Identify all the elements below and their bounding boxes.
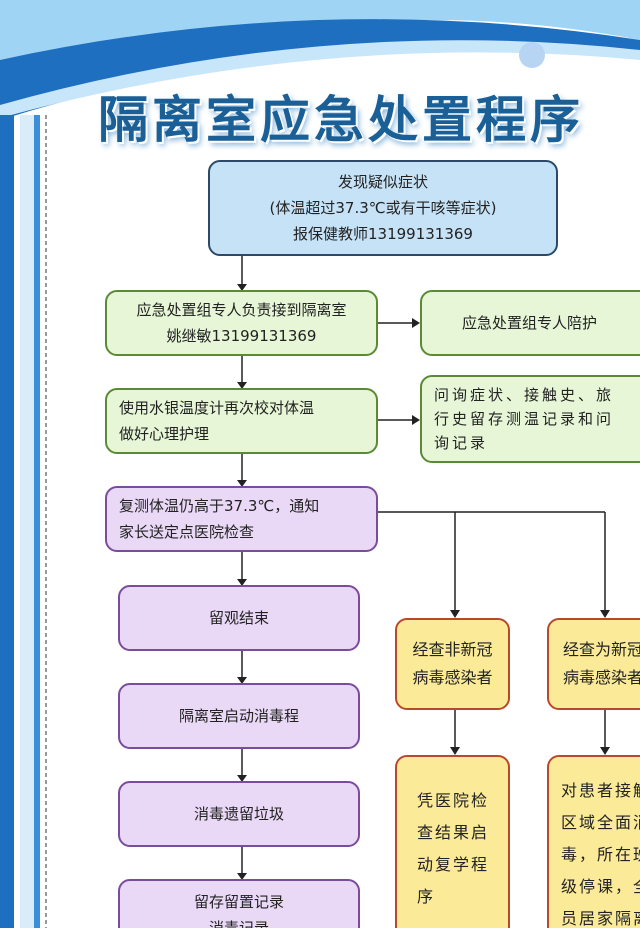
node-observe-end: 留观结束 [118,585,360,651]
node-records: 留存留置记录 消毒记录 [118,879,360,928]
node-start: 发现疑似症状 (体温超过37.3℃或有干咳等症状) 报保健教师131991313… [208,160,558,256]
node-accompany: 应急处置组专人陪护 [420,290,640,356]
node-resume: 凭医院检查结果启动复学程序 [395,755,510,928]
node-inquiry: 问询症状、接触史、旅行史留存测温记录和问询记录 [420,375,640,463]
node-notify: 复测体温仍高于37.3℃，通知 家长送定点医院检查 [105,486,378,552]
node-covid: 经查为新冠 病毒感染者 [547,618,640,710]
node-garbage: 消毒遗留垃圾 [118,781,360,847]
page-title: 隔离室应急处置程序 [98,91,584,149]
node-recheck: 使用水银温度计再次校对体温 做好心理护理 [105,388,378,454]
node-disinfect-start: 隔离室启动消毒程 [118,683,360,749]
node-non-covid: 经查非新冠 病毒感染者 [395,618,510,710]
node-receive: 应急处置组专人负责接到隔离室 姚继敏13199131369 [105,290,378,356]
node-covid-action: 对患者接触区域全面消毒，所在班级停课，全员居家隔离 [547,755,640,928]
